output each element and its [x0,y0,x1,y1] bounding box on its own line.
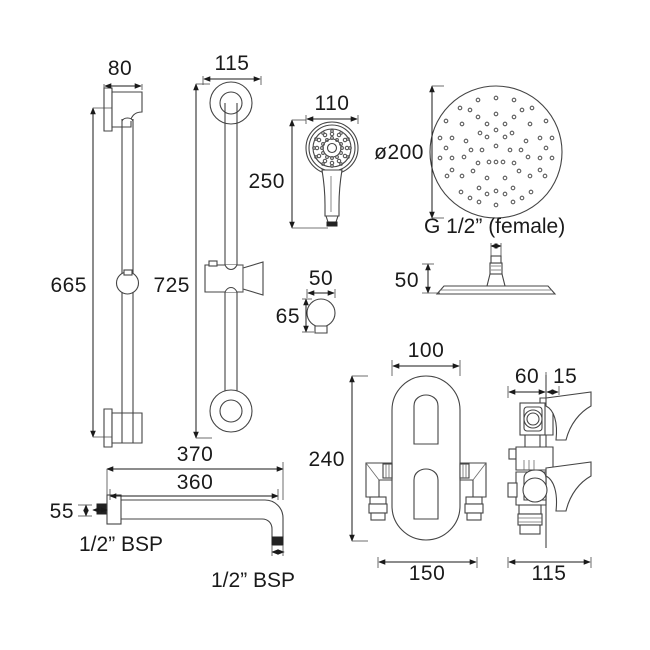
slide-rail-front-top-flange [209,81,253,125]
dimension-label-100: 100 [408,339,445,362]
dimension-240 [349,375,368,542]
valve-side-lower-handle [545,461,592,512]
dimension-665 [90,107,112,438]
valve-side-body [507,397,554,535]
overhead-shower-side-view [435,255,557,295]
label-half-inch-bsp-outlet: 1/2” BSP [211,569,295,592]
valve-side-upper-handle [545,391,592,441]
view-slide-rail-left [90,83,143,448]
dimension-label-240: 240 [308,448,345,471]
slide-rail-bottom-bracket [103,408,143,448]
slide-rail-slider [115,269,140,295]
dimension-115-valve [507,557,592,568]
dimension-label-110: 110 [315,92,350,115]
dimension-label-80: 80 [108,57,132,80]
dimension-370 [106,462,284,500]
slide-rail-front-slider [204,260,264,296]
dimension-diameter-200 [429,85,444,219]
dimension-label-115-valve: 115 [532,562,567,585]
overhead-shower-nozzles [437,95,555,208]
dimension-360 [109,489,279,500]
view-valve-front [349,360,487,568]
dimension-250 [289,119,328,229]
label-g-half-inch-female: G 1/2” (female) [424,215,565,238]
dimension-50-outlet [306,289,336,298]
view-wall-outlet [302,289,336,334]
valve-front-lower-handle [413,468,439,520]
valve-front-right-inlet [459,462,487,521]
dimension-label-50-outlet: 50 [309,267,333,290]
dimension-label-360: 360 [177,471,214,494]
dimension-80 [103,83,143,90]
dimension-150 [377,557,478,568]
connection-arrow [490,243,502,256]
dimension-65 [302,298,314,333]
view-slide-rail-front [193,76,264,439]
dimension-115-rail [202,76,262,85]
valve-front-upper-handle [413,394,439,445]
dimension-label-725: 725 [153,274,190,297]
slide-rail-front-bottom-flange [209,389,253,433]
dimension-label-65: 65 [276,305,300,328]
dimension-100 [391,360,461,376]
slide-rail-front-tube [224,103,238,410]
view-valve-side [507,372,592,568]
hand-shower-handle [321,169,343,227]
shower-arm-outlet-arrow [271,545,285,556]
view-overhead-shower [422,85,563,295]
dimension-label-150: 150 [409,562,446,585]
label-half-inch-bsp-inlet: 1/2” BSP [79,533,163,556]
dimension-label-370: 370 [177,443,214,466]
dimension-15 [546,386,560,395]
valve-front-left-inlet [365,462,393,521]
shower-arm-body [96,494,284,546]
dimension-50-thickness [422,263,440,294]
dimension-110 [305,115,359,124]
dimension-60 [507,372,547,398]
dimension-label-250: 250 [248,170,285,193]
dimension-label-15: 15 [553,365,577,388]
slide-rail-top-bracket [103,87,143,132]
dimension-label-55: 55 [50,500,74,523]
valve-front-plate [391,375,461,541]
dimension-label-50-thickness: 50 [395,269,419,292]
view-hand-shower [289,115,359,229]
dimension-label-115-rail: 115 [215,52,250,75]
hand-shower-head [305,121,359,175]
view-shower-arm [78,462,285,556]
dimension-label-60: 60 [515,365,539,388]
dimension-label-diameter-200: ø200 [374,141,424,164]
dimension-label-665: 665 [50,274,87,297]
dimension-725 [193,83,212,439]
dimension-55 [78,504,108,517]
